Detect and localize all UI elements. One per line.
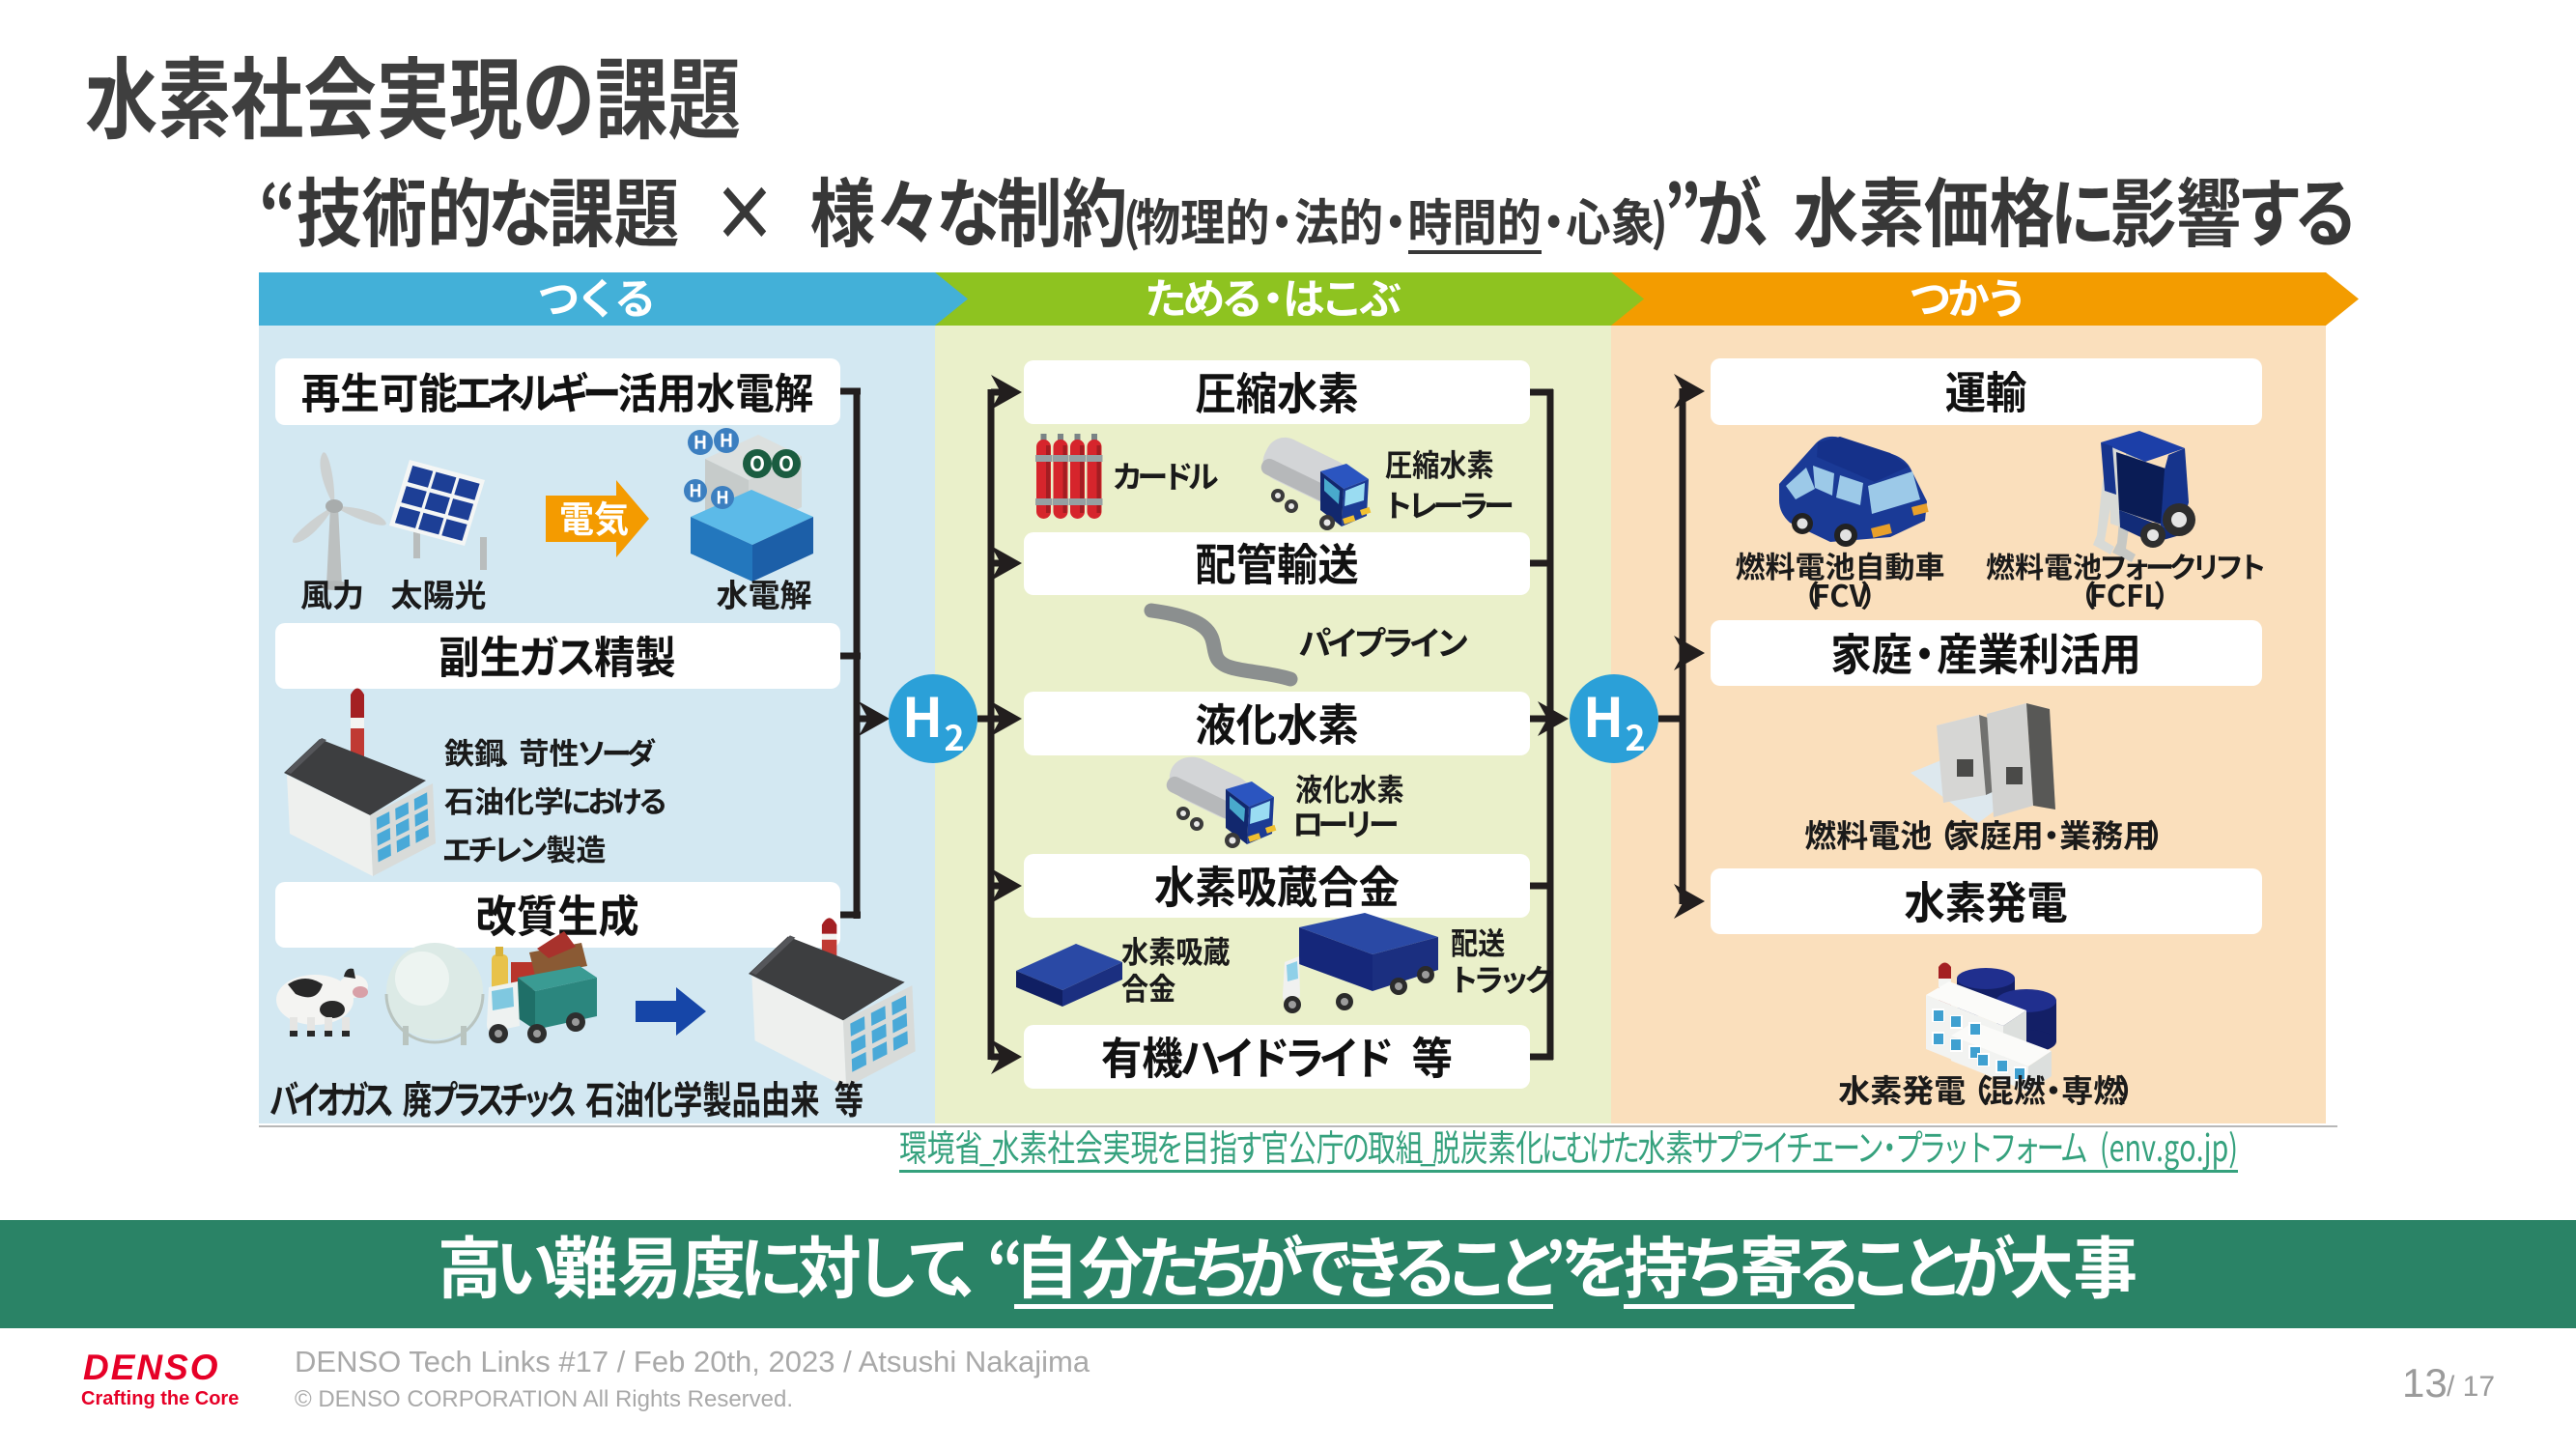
svg-text:/ 17: / 17 xyxy=(2447,1371,2495,1403)
svg-text:Crafting the Core: Crafting the Core xyxy=(81,1388,239,1409)
svg-text:© DENSO CORPORATION All Rights: © DENSO CORPORATION All Rights Reserved. xyxy=(295,1386,793,1412)
svg-text:DENSO Tech Links #17 / Feb 20t: DENSO Tech Links #17 / Feb 20th, 2023 / … xyxy=(295,1345,1090,1378)
svg-text:13: 13 xyxy=(2402,1360,2448,1406)
svg-text:DENSO: DENSO xyxy=(83,1348,220,1387)
